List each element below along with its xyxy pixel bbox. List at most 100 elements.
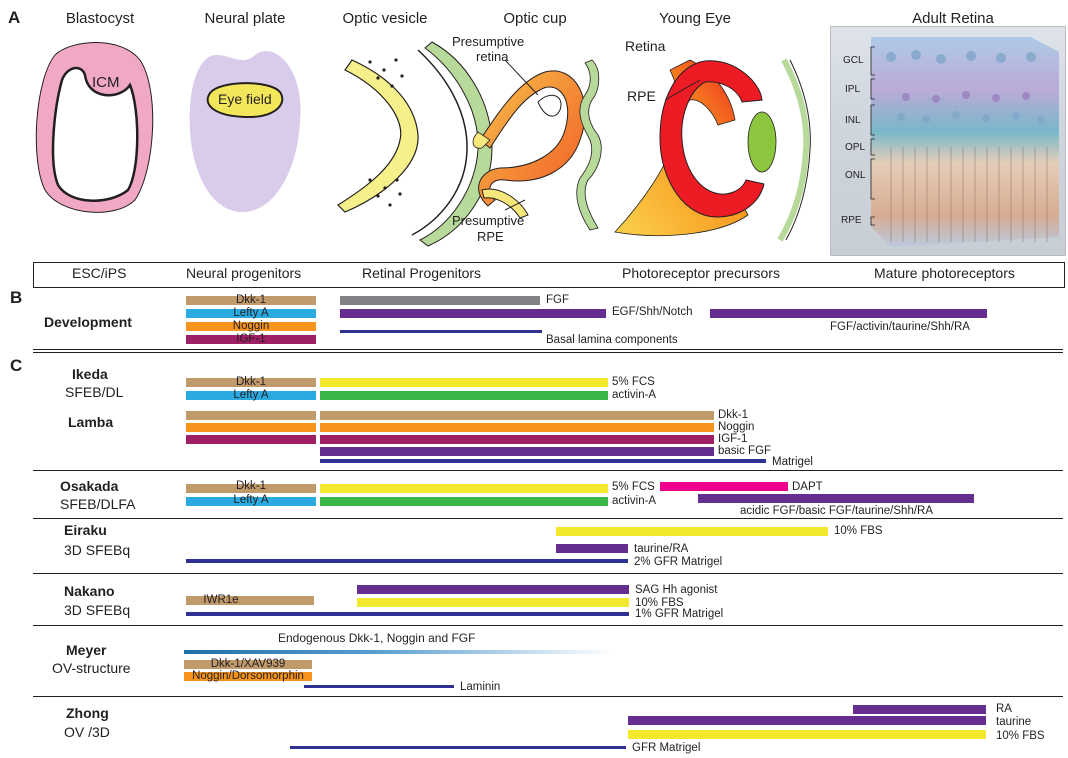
method-meyer-sub: OV-structure xyxy=(52,660,131,676)
bar-zhong-taurine-label: taurine xyxy=(996,716,1031,728)
method-eiraku-sub: 3D SFEBq xyxy=(64,542,130,558)
young-eye-drawing xyxy=(615,60,810,240)
panel-b-letter: B xyxy=(10,288,22,308)
bar-nakano-matrigel-label: 1% GFR Matrigel xyxy=(635,608,723,620)
bar-dev-fgf xyxy=(340,296,540,305)
bar-osakada-fcs xyxy=(320,484,608,493)
bar-dev-noggin-label: Noggin xyxy=(186,321,316,331)
rpe-label: RPE xyxy=(627,90,656,103)
bar-lamba-dkk1-label: Dkk-1 xyxy=(718,409,748,421)
bar-osakada-dapt-label: DAPT xyxy=(792,481,823,493)
bar-lamba-bfgf-label: basic FGF xyxy=(718,445,771,457)
bar-ikeda-lefty-label: Lefty A xyxy=(186,390,316,400)
retina-layer-ipl: IPL xyxy=(845,83,860,96)
method-nakano-name: Nakano xyxy=(64,583,115,599)
bar-ikeda-dkk1-label: Dkk-1 xyxy=(186,377,316,387)
retina-layer-inl: INL xyxy=(845,114,861,127)
bar-zhong-ra xyxy=(853,705,986,714)
presumptive-rpe-label-1: Presumptive xyxy=(452,214,524,227)
bar-lamba-matrigel xyxy=(320,459,766,463)
neural-plate-drawing xyxy=(190,51,301,212)
method-ikeda-sub: SFEB/DL xyxy=(65,384,123,400)
retina-layers-graphic xyxy=(831,27,1065,255)
bar-dev-late-label: FGF/activin/taurine/Shh/RA xyxy=(830,321,970,333)
bar-dev-fgf-label: FGF xyxy=(546,294,569,306)
bar-meyer-endogenous-label: Endogenous Dkk-1, Noggin and FGF xyxy=(278,632,475,644)
divider-meyer xyxy=(33,696,1063,697)
retina-layer-gcl: GCL xyxy=(843,54,864,67)
adult-retina-illustration: GCL IPL INL OPL ONL RPE xyxy=(830,26,1066,256)
blastocyst-drawing xyxy=(36,43,152,213)
bar-osakada-activin-label: activin-A xyxy=(612,495,656,507)
panel-c-letter: C xyxy=(10,356,22,376)
method-nakano-sub: 3D SFEBq xyxy=(64,602,130,618)
stage-esc-ips: ESC/iPS xyxy=(72,265,126,281)
bar-lamba-noggin-label: Noggin xyxy=(718,421,754,433)
bar-lamba-matrigel-label: Matrigel xyxy=(772,456,813,468)
bar-dev-basal-label: Basal lamina components xyxy=(546,334,678,346)
bar-nakano-sag-label: SAG Hh agonist xyxy=(635,584,717,596)
method-eiraku-name: Eiraku xyxy=(64,522,107,538)
bar-meyer-dkk1-label: Dkk-1/XAV939 xyxy=(184,659,312,669)
bar-ikeda-fcs-label: 5% FCS xyxy=(612,376,655,388)
bar-lamba-igf1-b xyxy=(320,435,714,444)
bar-eiraku-fbs xyxy=(556,527,828,536)
bar-osakada-dapt xyxy=(660,482,788,491)
retina-layer-opl: OPL xyxy=(845,141,865,154)
icm-label: ICM xyxy=(92,76,120,89)
stage-retinal-progenitors: Retinal Progenitors xyxy=(362,265,481,281)
bar-lamba-dkk1-b xyxy=(320,411,714,420)
stage-photoreceptor-precursors: Photoreceptor precursors xyxy=(622,265,780,281)
bar-dev-dkk1-label: Dkk-1 xyxy=(186,295,316,305)
stage-mature-photoreceptors: Mature photoreceptors xyxy=(874,265,1015,281)
bar-dev-egf-label: EGF/Shh/Notch xyxy=(612,306,693,318)
bar-dev-late xyxy=(710,309,987,318)
bar-dev-basal xyxy=(340,330,542,333)
optic-cup-drawing xyxy=(473,60,601,230)
bar-lamba-dkk1-a xyxy=(186,411,316,420)
bar-nakano-matrigel xyxy=(186,612,629,616)
method-zhong-sub: OV /3D xyxy=(64,724,110,740)
divider-b-c-2 xyxy=(33,352,1063,353)
retina-label: Retina xyxy=(625,40,665,53)
bar-zhong-ra-label: RA xyxy=(996,703,1012,715)
bar-zhong-matrigel xyxy=(290,746,626,749)
divider-lamba xyxy=(33,470,1063,471)
bar-eiraku-fbs-label: 10% FBS xyxy=(834,525,883,537)
bar-osakada-fcs-label: 5% FCS xyxy=(612,481,655,493)
bar-lamba-noggin-a xyxy=(186,423,316,432)
method-osakada-sub: SFEB/DLFA xyxy=(60,496,135,512)
bar-osakada-dkk1-label: Dkk-1 xyxy=(186,481,316,491)
retina-layer-onl: ONL xyxy=(845,169,866,182)
method-meyer-name: Meyer xyxy=(66,642,106,658)
bar-osakada-late-label: acidic FGF/basic FGF/taurine/Shh/RA xyxy=(740,505,933,517)
bar-ikeda-fcs xyxy=(320,378,608,387)
bar-osakada-lefty-label: Lefty A xyxy=(186,495,316,505)
bar-eiraku-matrigel-label: 2% GFR Matrigel xyxy=(634,556,722,568)
bar-dev-egf xyxy=(340,309,606,318)
bar-eiraku-matrigel xyxy=(186,559,628,563)
bar-ikeda-activin-label: activin-A xyxy=(612,389,656,401)
stage-title-adult-retina: Adult Retina xyxy=(878,10,1028,27)
bar-nakano-fbs xyxy=(357,598,629,607)
bar-osakada-activin xyxy=(320,497,608,506)
bar-meyer-laminin-label: Laminin xyxy=(460,681,500,693)
method-osakada-name: Osakada xyxy=(60,478,118,494)
method-ikeda-name: Ikeda xyxy=(72,366,108,382)
eye-development-drawings xyxy=(0,0,830,260)
bar-eiraku-taurine-label: taurine/RA xyxy=(634,543,688,555)
bar-nakano-iwr1e-label: IWR1e xyxy=(186,595,256,605)
bar-osakada-late xyxy=(698,494,974,503)
bar-zhong-taurine xyxy=(628,716,986,725)
presumptive-rpe-label-2: RPE xyxy=(477,230,504,243)
bar-meyer-noggin-label: Noggin/Dorsomorphin xyxy=(184,671,312,681)
method-zhong-name: Zhong xyxy=(66,705,109,721)
development-label: Development xyxy=(44,314,132,330)
stage-neural-progenitors: Neural progenitors xyxy=(186,265,301,281)
bar-meyer-endogenous xyxy=(184,650,614,654)
retina-layer-rpe: RPE xyxy=(841,214,862,227)
eye-field-label: Eye field xyxy=(218,93,272,106)
bar-ikeda-activin xyxy=(320,391,608,400)
bar-dev-igf1-label: IGF-1 xyxy=(186,334,316,344)
bar-lamba-igf1-a xyxy=(186,435,316,444)
